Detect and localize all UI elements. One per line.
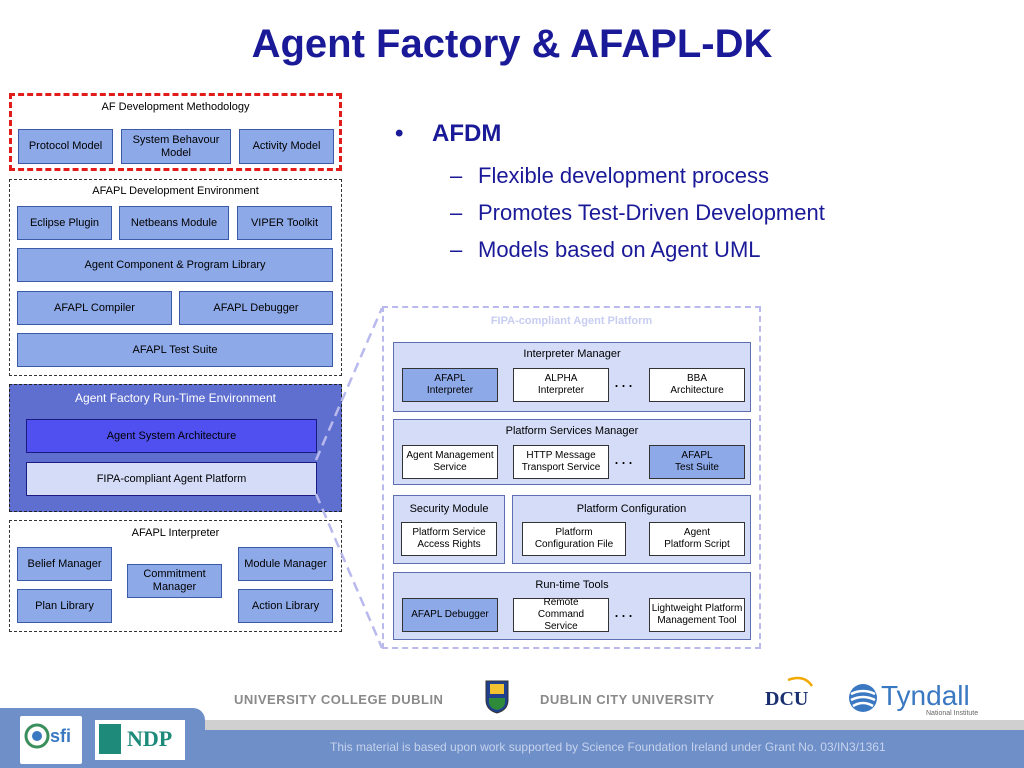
afapl-debugger-fipa-box: AFAPL Debugger — [402, 598, 498, 632]
bullet-marker: • — [395, 120, 404, 147]
bullet-item-2: Promotes Test-Driven Development — [478, 200, 825, 225]
bullet-item-1: Flexible development process — [478, 163, 770, 188]
service-access-rights-box: Platform Service Access Rights — [401, 522, 497, 556]
security-module-group: Security Module Platform Service Access … — [393, 495, 505, 564]
afdm-title: AF Development Methodology — [101, 101, 250, 113]
ucd-text: UNIVERSITY COLLEGE DUBLIN — [234, 692, 444, 707]
afapl-interpreter-box: AFAPL Interpreter — [402, 368, 498, 402]
footer-grey-strip — [200, 720, 1024, 730]
footer-band: This material is based upon work support… — [0, 708, 1024, 768]
dash-2: – — [450, 200, 463, 225]
netbeans-module-box: Netbeans Module — [119, 206, 229, 240]
alpha-interpreter-box: ALPHA Interpreter — [513, 368, 609, 402]
remote-command-service-box: Remote Command Service — [513, 597, 609, 632]
afapl-test-suite-box: AFAPL Test Suite — [17, 333, 333, 367]
agent-system-architecture-box: Agent System Architecture — [26, 419, 317, 453]
footer-text: This material is based upon work support… — [330, 740, 886, 754]
runtime-tools-group: Run-time Tools AFAPL Debugger Remote Com… — [393, 572, 751, 640]
protocol-model-box: Protocol Model — [18, 129, 113, 164]
fipa-detail-panel: FIPA-compliant Agent Platform Interprete… — [382, 306, 761, 649]
dcu-text: DUBLIN CITY UNIVERSITY — [540, 692, 715, 707]
devenv-title: AFAPL Development Environment — [92, 185, 259, 197]
page-title: Agent Factory & AFAPL-DK — [251, 22, 773, 66]
fipa-detail-title: FIPA-compliant Agent Platform — [490, 315, 653, 327]
services-manager-group: Platform Services Manager Agent Manageme… — [393, 419, 751, 485]
viper-toolkit-box: VIPER Toolkit — [237, 206, 332, 240]
platform-configuration-title: Platform Configuration — [576, 503, 687, 515]
dash-1: – — [450, 163, 463, 188]
interpreter-manager-title: Interpreter Manager — [523, 348, 621, 360]
eclipse-plugin-box: Eclipse Plugin — [17, 206, 112, 240]
interpreter-manager-group: Interpreter Manager AFAPL Interpreter AL… — [393, 342, 751, 412]
ellipsis-2: ... — [614, 448, 636, 468]
system-behaviour-model-box: System Behavour Model — [121, 129, 231, 164]
dash-3: – — [450, 237, 463, 262]
footer-blue — [200, 730, 1024, 768]
commitment-manager-box: Commitment Manager — [127, 564, 222, 598]
devenv-panel: AFAPL Development Environment Eclipse Pl… — [9, 179, 342, 376]
agent-platform-script-box: Agent Platform Script — [649, 522, 745, 556]
component-library-box: Agent Component & Program Library — [17, 248, 333, 282]
afapl-compiler-box: AFAPL Compiler — [17, 291, 172, 325]
bba-architecture-box: BBA Architecture — [649, 368, 745, 402]
plan-library-box: Plan Library — [17, 589, 112, 623]
runtime-panel: Agent Factory Run-Time Environment Agent… — [9, 384, 342, 512]
platform-configuration-group: Platform Configuration Platform Configur… — [512, 495, 751, 564]
services-manager-title: Platform Services Manager — [505, 425, 639, 437]
runtime-title: Agent Factory Run-Time Environment — [75, 391, 276, 405]
dcu-logo: DCU — [760, 676, 815, 712]
bullet-main: AFDM — [432, 120, 502, 147]
http-transport-service-box: HTTP Message Transport Service — [513, 445, 609, 479]
fipa-platform-box: FIPA-compliant Agent Platform — [26, 462, 317, 496]
sfi-text: sfi — [50, 726, 72, 746]
ellipsis-1: ... — [614, 371, 636, 391]
bullet-list: • AFDM – Flexible development process – … — [395, 120, 1005, 270]
interpreter-title: AFAPL Interpreter — [131, 527, 220, 539]
tyndall-sub: National Institute — [926, 710, 979, 717]
platform-config-file-box: Platform Configuration File — [522, 522, 626, 556]
sfi-logo: sfi — [20, 716, 82, 764]
activity-model-box: Activity Model — [239, 129, 334, 164]
lightweight-management-tool-box: Lightweight Platform Management Tool — [649, 598, 745, 632]
afapl-test-suite-fipa-box: AFAPL Test Suite — [649, 445, 745, 479]
ndp-text: NDP — [127, 726, 173, 751]
belief-manager-box: Belief Manager — [17, 547, 112, 581]
tyndall-text: Tyndall — [881, 680, 970, 711]
tyndall-logo-icon — [847, 682, 879, 714]
ucd-crest-icon — [485, 680, 509, 714]
security-module-title: Security Module — [409, 503, 489, 515]
afapl-debugger-box: AFAPL Debugger — [179, 291, 333, 325]
afdm-panel: AF Development Methodology Protocol Mode… — [9, 93, 342, 171]
dcu-logo-text: DCU — [765, 688, 809, 710]
ndp-logo: NDP — [95, 720, 185, 760]
module-manager-box: Module Manager — [238, 547, 333, 581]
action-library-box: Action Library — [238, 589, 333, 623]
ndp-icon — [99, 724, 121, 754]
interpreter-panel: AFAPL Interpreter Belief Manager Commitm… — [9, 520, 342, 632]
runtime-tools-title: Run-time Tools — [535, 579, 609, 591]
bullet-item-3: Models based on Agent UML — [478, 237, 761, 262]
ellipsis-3: ... — [614, 601, 636, 621]
agent-management-service-box: Agent Management Service — [402, 445, 498, 479]
